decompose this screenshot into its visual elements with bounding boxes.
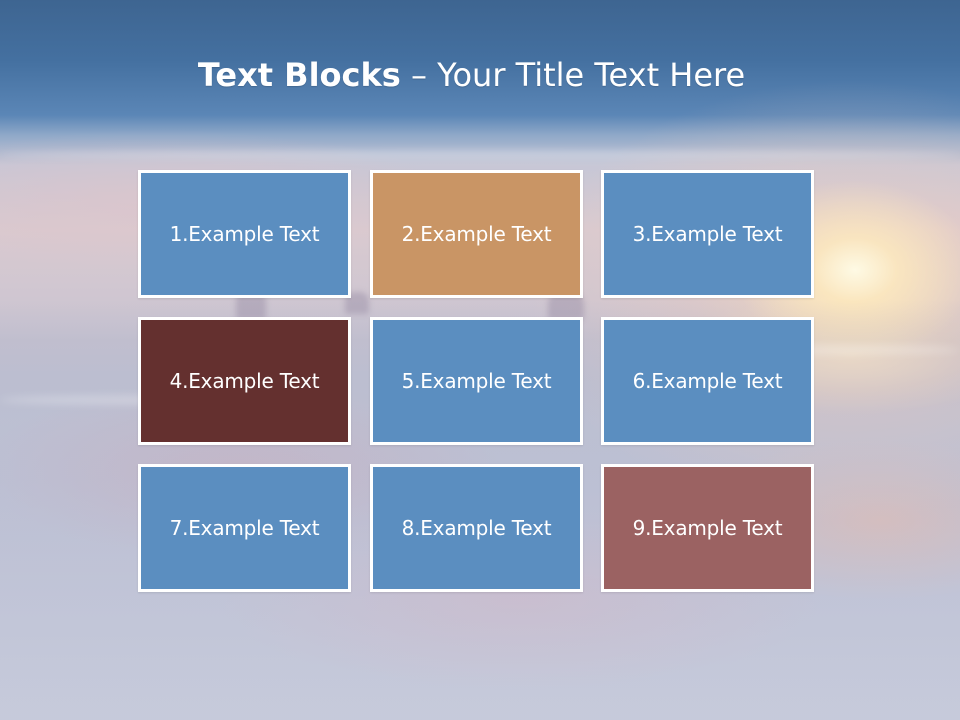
text-block-label: 5.Example Text: [401, 369, 552, 393]
title-normal-text: Your Title Text Here: [437, 56, 746, 94]
text-block-label: 4.Example Text: [169, 369, 320, 393]
text-block-4[interactable]: 4.Example Text: [138, 317, 351, 445]
text-block-label: 9.Example Text: [632, 516, 783, 540]
text-block-label: 7.Example Text: [169, 516, 320, 540]
text-block-1[interactable]: 1.Example Text: [138, 170, 351, 298]
background-light-band: [700, 345, 960, 355]
text-block-8[interactable]: 8.Example Text: [370, 464, 583, 592]
text-block-6[interactable]: 6.Example Text: [601, 317, 814, 445]
text-block-label: 6.Example Text: [632, 369, 783, 393]
text-block-7[interactable]: 7.Example Text: [138, 464, 351, 592]
text-block-label: 3.Example Text: [632, 222, 783, 246]
slide-title[interactable]: Text Blocks – Your Title Text Here: [0, 52, 943, 98]
text-block-9[interactable]: 9.Example Text: [601, 464, 814, 592]
text-block-2[interactable]: 2.Example Text: [370, 170, 583, 298]
text-block-5[interactable]: 5.Example Text: [370, 317, 583, 445]
background-light-band: [0, 150, 960, 160]
text-block-label: 1.Example Text: [169, 222, 320, 246]
title-separator: –: [400, 56, 438, 94]
title-bold-text: Text Blocks: [197, 56, 401, 94]
text-block-label: 8.Example Text: [401, 516, 552, 540]
text-block-3[interactable]: 3.Example Text: [601, 170, 814, 298]
background-rock: [345, 292, 369, 314]
text-block-label: 2.Example Text: [401, 222, 552, 246]
